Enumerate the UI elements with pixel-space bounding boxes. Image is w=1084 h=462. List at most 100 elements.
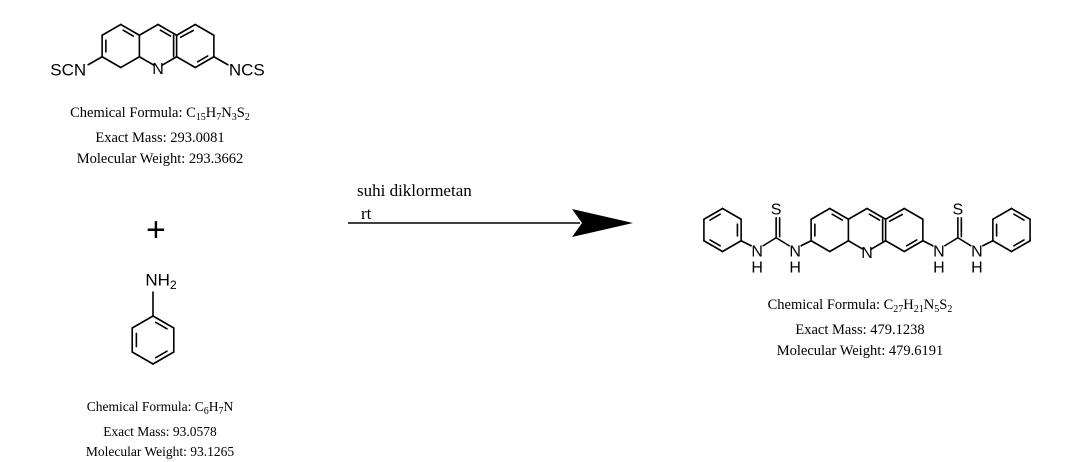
ring-bond: [847, 207, 868, 221]
reactant1-formula: Chemical Formula: C15H7N3S2: [40, 103, 280, 128]
ring-bond: [884, 207, 906, 221]
bond: [775, 236, 790, 247]
bond: [982, 239, 994, 247]
double-bond: [709, 239, 721, 247]
scn-group: SCN: [50, 60, 86, 79]
ring-bond: [152, 315, 175, 329]
nh-nitrogen: N: [751, 243, 763, 260]
reactant1-info: Chemical Formula: C15H7N3S2 Exact Mass: …: [40, 103, 280, 170]
reactant2-exact-mass: Exact Mass: 93.0578: [103, 424, 217, 439]
ring-bond: [721, 207, 742, 221]
product-exact-mass: Exact Mass: 479.1238: [795, 322, 925, 338]
reactant2-molecular-weight: Molecular Weight: 93.1265: [85, 444, 235, 459]
nh-hydrogen: H: [751, 259, 763, 276]
condition-temperature: rt: [361, 204, 372, 223]
ring-bond: [175, 55, 197, 69]
nh-nitrogen: N: [971, 243, 983, 260]
double-bond: [122, 29, 135, 37]
double-bond: [1013, 213, 1025, 221]
nh-nitrogen: N: [789, 243, 801, 260]
nh-nitrogen: N: [933, 243, 945, 260]
bond: [800, 239, 812, 247]
bond: [762, 236, 777, 247]
ring-bond: [101, 55, 122, 69]
double-bond: [154, 321, 168, 330]
reactant2-formula: Chemical Formula: C6H7N: [45, 397, 275, 422]
bond: [957, 236, 972, 247]
ring-bond: [847, 239, 864, 250]
ring-bond: [903, 207, 924, 221]
formula-value: C15H7N3S2: [186, 105, 250, 123]
formula-value: C6H7N: [194, 399, 234, 417]
ring-bond: [810, 239, 831, 253]
formula-label: Chemical Formula:: [767, 297, 884, 313]
product-formula: Chemical Formula: C27H21N5S2: [735, 295, 985, 320]
ring-nitrogen: N: [861, 245, 873, 262]
thione-sulfur: S: [771, 201, 782, 218]
ring-bond: [138, 55, 155, 66]
reactant2-info: Chemical Formula: C6H7N Exact Mass: 93.0…: [45, 397, 275, 462]
ring-bond: [866, 207, 887, 221]
ring-bond: [721, 239, 742, 253]
double-bond: [709, 213, 721, 221]
double-bond: [868, 213, 881, 221]
double-bond: [831, 213, 844, 221]
double-bond: [154, 350, 168, 359]
ring-bond: [828, 207, 850, 221]
ring-bond: [1010, 207, 1031, 221]
ring-bond: [157, 23, 178, 37]
ring-bond: [810, 207, 831, 221]
nh-hydrogen: H: [789, 259, 801, 276]
ring-bond: [1010, 239, 1031, 253]
nh-hydrogen: H: [971, 259, 983, 276]
ring-bond: [703, 239, 724, 253]
ring-bond: [870, 239, 887, 250]
formula-label: Chemical Formula:: [70, 105, 187, 121]
ring-bond: [131, 351, 154, 365]
amine-group: NH2: [145, 271, 177, 293]
reaction-arrow: [348, 209, 633, 237]
ring-nitrogen: N: [152, 61, 164, 78]
condition-solvent: suhi diklormetan: [357, 181, 472, 200]
ring-bond: [101, 23, 122, 37]
ring-bond: [992, 207, 1013, 221]
ring-bond: [152, 351, 175, 365]
formula-label: Chemical Formula:: [86, 399, 195, 414]
double-bond: [159, 29, 172, 37]
ring-bond: [161, 55, 178, 66]
bond: [944, 236, 959, 247]
plus-sign: +: [146, 211, 166, 249]
ring-bond: [194, 55, 215, 69]
ncs-group: NCS: [229, 60, 265, 79]
double-bond: [905, 239, 918, 247]
ring-bond: [119, 55, 141, 69]
product-info: Chemical Formula: C27H21N5S2 Exact Mass:…: [735, 295, 985, 362]
bond-lines: [87, 23, 1031, 365]
ring-bond: [992, 239, 1013, 253]
bond: [740, 239, 752, 247]
ncs-bond: [213, 55, 229, 66]
ring-bond: [119, 23, 141, 37]
product-molecular-weight: Molecular Weight: 479.6191: [776, 343, 944, 359]
ring-bond: [194, 23, 215, 37]
reactant1-exact-mass: Exact Mass: 293.0081: [95, 130, 225, 146]
bond: [922, 239, 934, 247]
reactant1-molecular-weight: Molecular Weight: 293.3662: [76, 151, 244, 167]
formula-value: C27H21N5S2: [883, 297, 953, 315]
ring-bond: [131, 315, 154, 329]
ring-bond: [138, 23, 159, 37]
ring-bond: [903, 239, 924, 253]
double-bond: [179, 29, 195, 39]
double-bond: [196, 55, 209, 63]
thione-sulfur: S: [953, 201, 964, 218]
double-bond: [888, 213, 904, 223]
ring-bond: [828, 239, 850, 253]
scn-bond: [87, 55, 103, 66]
double-bond: [1013, 239, 1025, 247]
ring-bond: [703, 207, 724, 221]
nh-hydrogen: H: [933, 259, 945, 276]
ring-bond: [884, 239, 906, 253]
ring-bond: [175, 23, 197, 37]
